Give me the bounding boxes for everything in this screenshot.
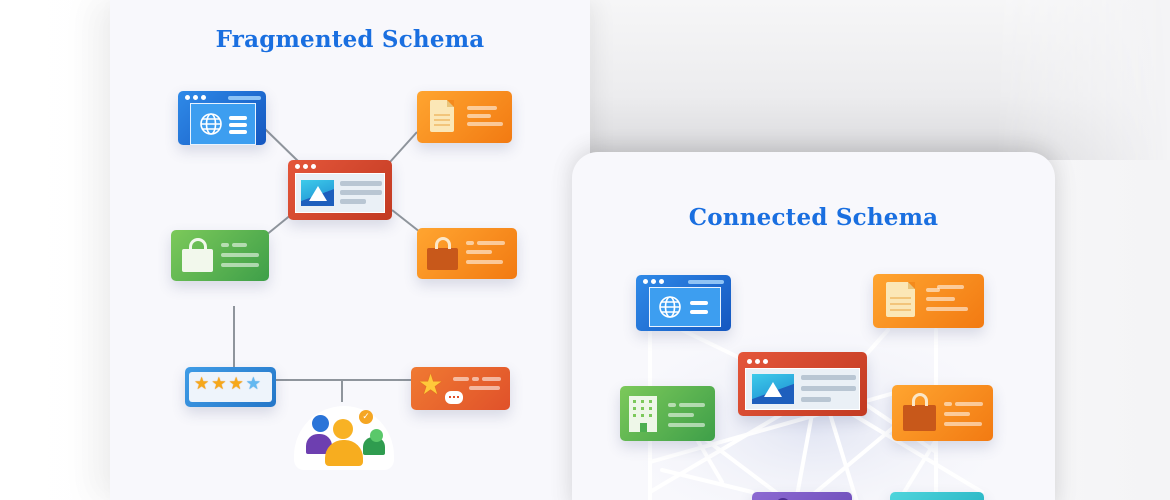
shopping-bag-icon: [427, 248, 458, 270]
text-line: [229, 123, 247, 127]
text-line: [466, 250, 492, 254]
product-node-orange: [417, 228, 517, 279]
text-line: [668, 413, 694, 417]
chat-bubble-icon: [445, 391, 463, 404]
rating-node: ★ ★ ★ ★: [185, 367, 276, 407]
product-node-green: [171, 230, 269, 281]
text-line: [467, 106, 497, 110]
window-dots: [643, 279, 664, 284]
text-line: [944, 412, 970, 416]
text-line: [229, 116, 247, 120]
text-line: [229, 130, 247, 134]
globe-icon: [658, 295, 682, 319]
text-line: [221, 243, 229, 247]
window-dots: [747, 359, 768, 364]
review-node: ★: [411, 367, 510, 410]
url-bar: [228, 96, 261, 100]
document-node: [417, 91, 512, 143]
text-line: [690, 301, 708, 305]
text-line: [668, 403, 676, 407]
text-line: [472, 377, 479, 381]
text-line: [467, 114, 491, 118]
text-line: [690, 310, 708, 314]
text-line: [466, 241, 474, 245]
window-body: [295, 173, 385, 213]
window-body: [649, 287, 721, 327]
window-dots: [295, 164, 316, 169]
text-line: [469, 386, 500, 390]
text-line: [668, 423, 705, 427]
teal-node: [890, 492, 984, 500]
people-group-icon: ✓: [290, 402, 400, 472]
text-line: [679, 403, 705, 407]
web-page-node: [178, 91, 266, 145]
text-line: [944, 422, 982, 426]
globe-icon: [199, 112, 223, 136]
central-page-node: [738, 352, 867, 416]
window-body: [190, 103, 256, 145]
connected-schema-panel: Connected Schema: [572, 152, 1055, 500]
url-bar: [688, 280, 724, 284]
text-line: [926, 307, 968, 311]
product-node: [892, 385, 993, 441]
text-line: [466, 260, 503, 264]
web-page-node: [636, 275, 731, 331]
text-line: [467, 122, 503, 126]
text-line: [926, 297, 955, 301]
shopping-bag-icon: [182, 249, 213, 272]
building-icon: [629, 396, 657, 432]
text-line: [955, 402, 983, 406]
rating-body: ★ ★ ★ ★: [189, 372, 272, 402]
image-icon: [752, 374, 794, 404]
text-line: [944, 402, 952, 406]
document-icon: [886, 282, 915, 317]
background-shadow: [590, 0, 1170, 160]
text-line: [477, 241, 505, 245]
text-line: [232, 243, 247, 247]
person-node: [752, 492, 852, 500]
document-icon: [430, 100, 454, 132]
shopping-bag-icon: [903, 405, 936, 431]
fragmented-schema-panel: Fragmented Schema: [110, 0, 590, 500]
document-node: [873, 274, 984, 328]
organization-node: [620, 386, 715, 441]
window-body: [745, 368, 860, 410]
central-page-node: [288, 160, 392, 220]
text-line: [221, 253, 259, 257]
text-line: [937, 285, 964, 289]
image-icon: [301, 180, 334, 206]
star-icon: ★: [418, 371, 443, 399]
text-line: [482, 377, 501, 381]
window-dots: [185, 95, 206, 100]
star-rating-icon: ★ ★ ★ ★: [194, 376, 261, 393]
text-line: [221, 263, 259, 267]
text-line: [453, 377, 469, 381]
